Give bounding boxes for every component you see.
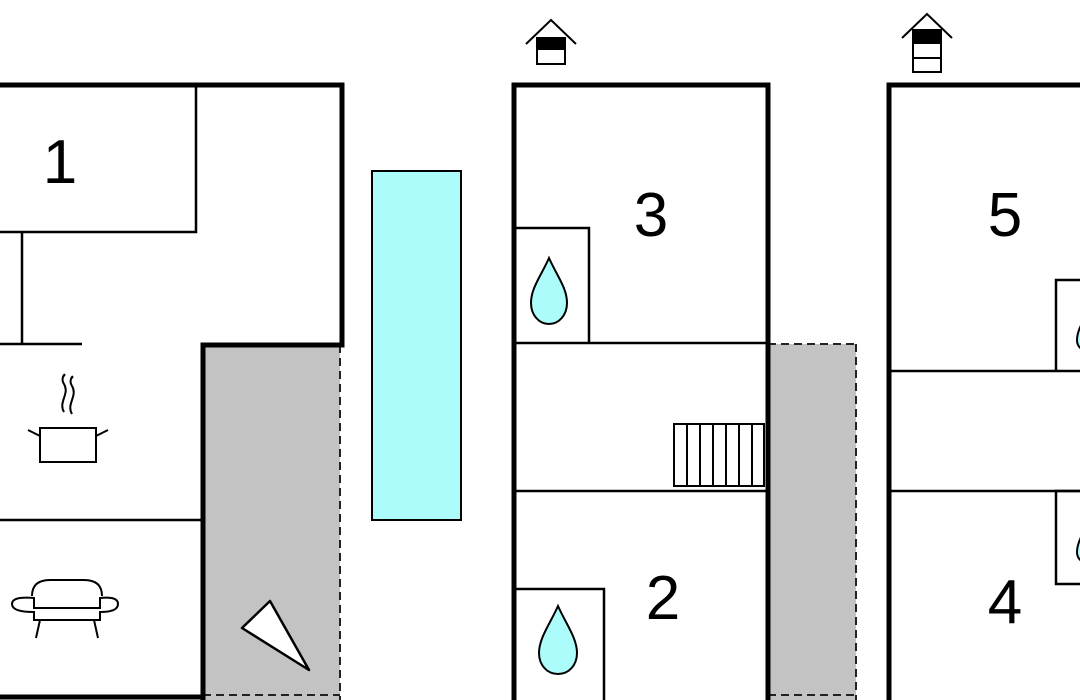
- terrace-middle: [768, 344, 856, 700]
- swimming-pool: [371, 170, 462, 521]
- room-number: 1: [43, 128, 77, 197]
- plan-first-floor: 3 2: [511, 18, 857, 700]
- floor-indicator-icon: [901, 12, 953, 73]
- room-number: 3: [634, 181, 668, 250]
- cooking-pot-icon: [27, 373, 109, 463]
- floor-indicator-icon: [525, 18, 577, 65]
- water-drop-icon: [1075, 325, 1080, 350]
- staircase-icon: [673, 423, 765, 487]
- room-number: 4: [988, 568, 1022, 637]
- water-drop-icon: [529, 255, 569, 326]
- sofa-icon: [10, 579, 120, 639]
- outer-wall-left: [0, 82, 345, 700]
- compass-arrow-icon: [240, 599, 311, 672]
- plan-ground-floor: 1: [0, 82, 345, 700]
- plan-second-floor: 5 4: [886, 12, 1080, 700]
- room-number: 5: [988, 181, 1022, 250]
- water-drop-icon: [1075, 537, 1080, 562]
- room-number: 2: [646, 564, 680, 633]
- water-drop-icon: [537, 603, 579, 676]
